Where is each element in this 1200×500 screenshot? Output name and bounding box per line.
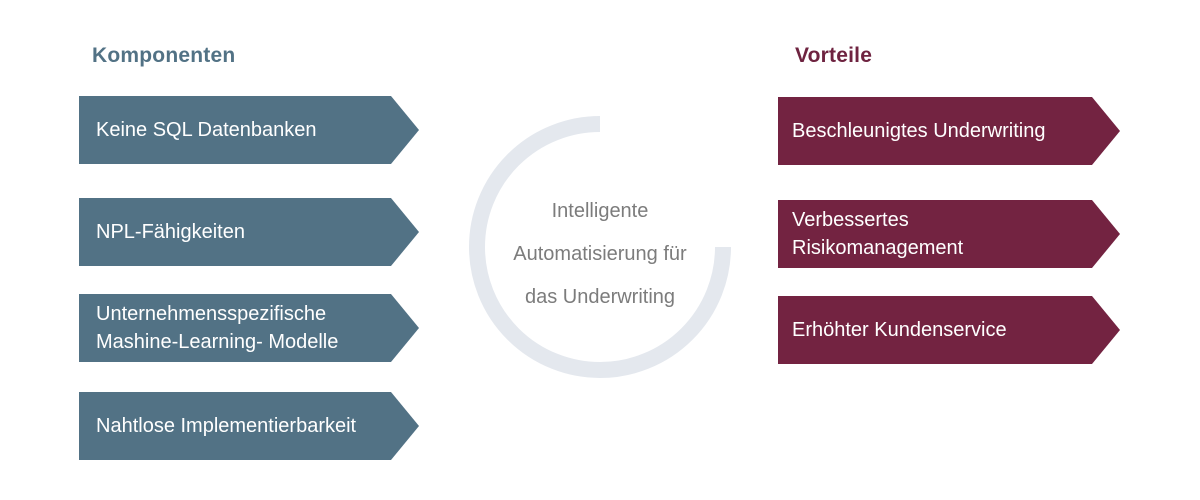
component-arrow-implementation: Nahtlose Implementierbarkeit xyxy=(79,392,419,460)
component-arrow-npl: NPL-Fähigkeiten xyxy=(79,198,419,266)
center-ring-arc xyxy=(469,116,731,378)
component-arrow-ml-models: Unternehmensspezifische Mashine-Learning… xyxy=(79,294,419,362)
component-label: NPL-Fähigkeiten xyxy=(96,221,245,243)
benefit-label: Beschleunigtes Underwriting xyxy=(792,120,1046,142)
component-label: Nahtlose Implementierbarkeit xyxy=(96,415,357,437)
component-label: Keine SQL Datenbanken xyxy=(96,119,317,141)
component-arrow-no-sql: Keine SQL Datenbanken xyxy=(79,96,419,164)
benefit-arrow-customer-service: Erhöhter Kundenservice xyxy=(778,296,1120,364)
benefit-label: Verbessertes Risikomanagement xyxy=(792,209,964,259)
benefit-arrow-risk-management: Verbessertes Risikomanagement xyxy=(778,200,1120,268)
benefit-arrow-accelerated-underwriting: Beschleunigtes Underwriting xyxy=(778,97,1120,165)
benefits-heading: Vorteile xyxy=(795,44,873,67)
components-heading: Komponenten xyxy=(92,44,236,67)
component-label: Unternehmensspezifische Mashine-Learning… xyxy=(96,303,339,353)
benefit-label: Erhöhter Kundenservice xyxy=(792,319,1007,341)
center-label: Intelligente Automatisierung für das Und… xyxy=(513,200,687,308)
center-ring xyxy=(469,116,731,378)
